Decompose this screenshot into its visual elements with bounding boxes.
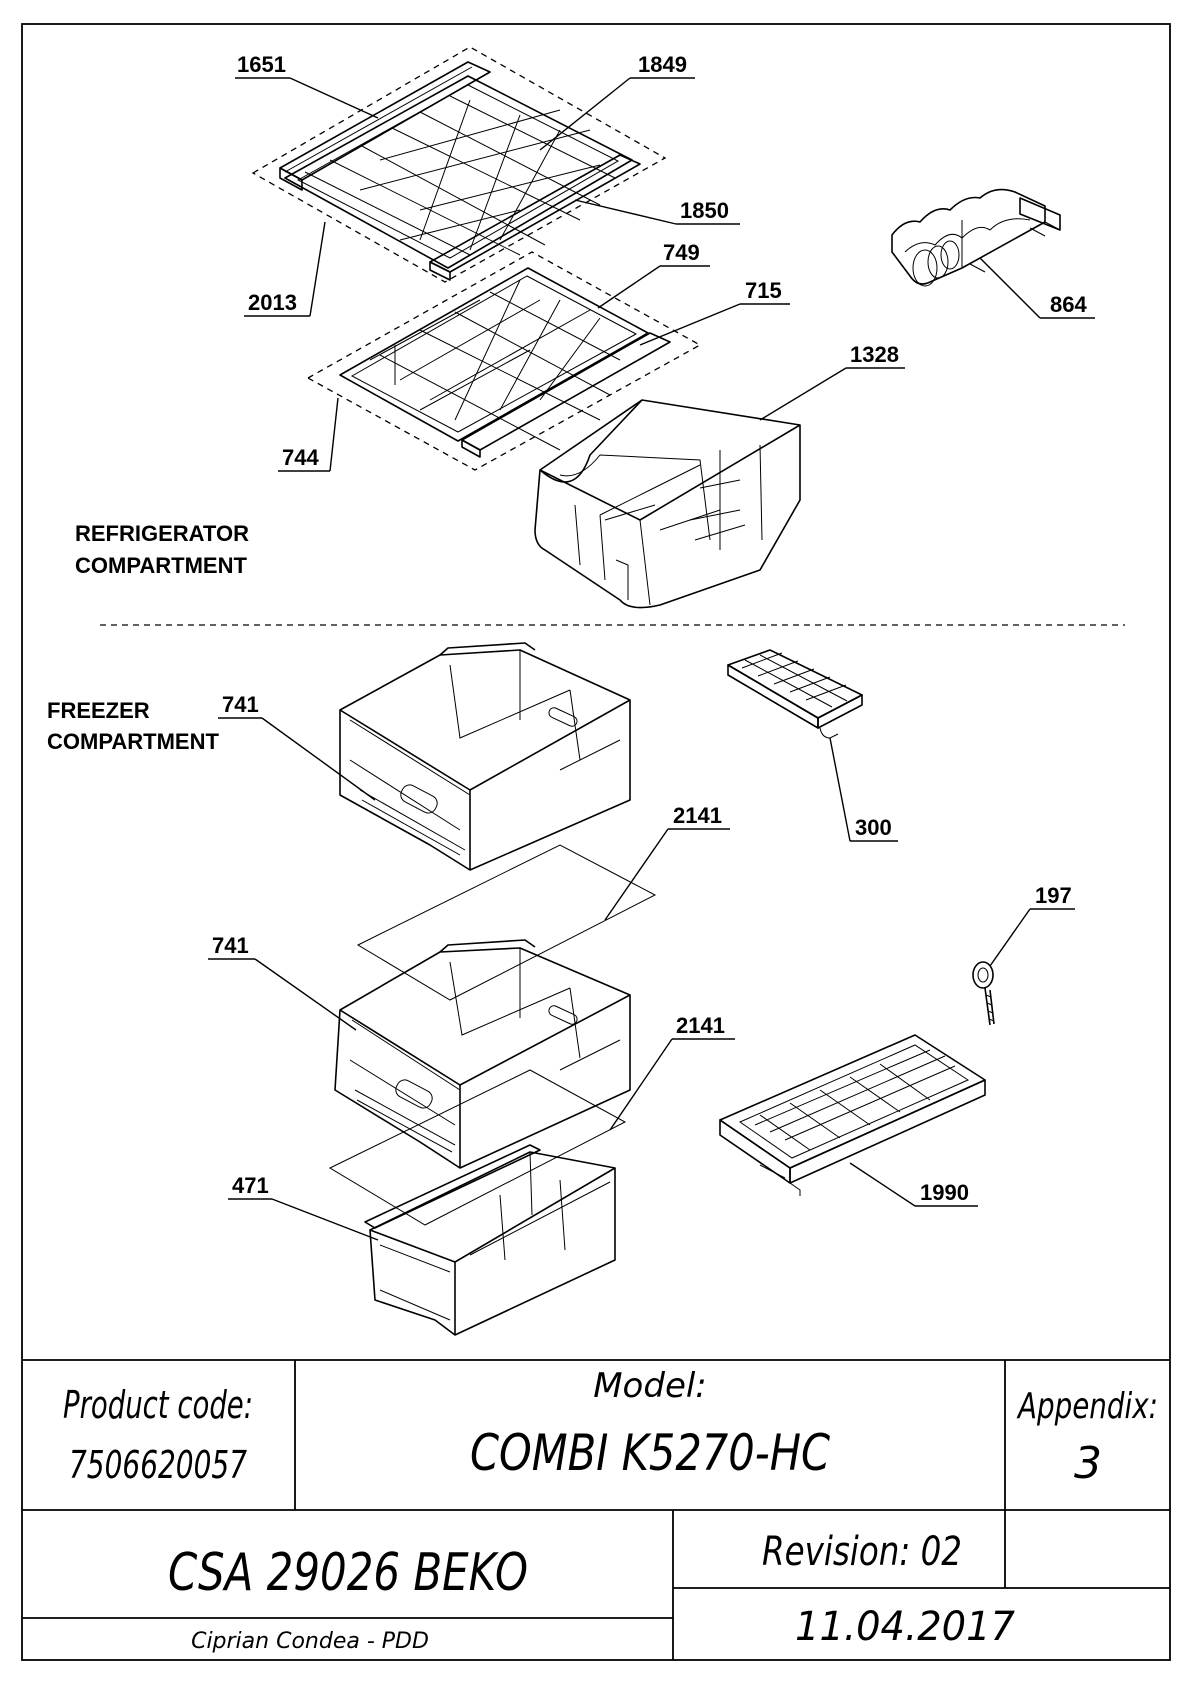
ice-scraper	[972, 961, 995, 1026]
svg-text:864: 864	[1050, 292, 1087, 317]
revision: Revision: 02	[762, 1529, 962, 1575]
callout-300: 300	[829, 737, 898, 842]
callout-197: 197	[989, 883, 1075, 967]
callout-1849: 1849	[539, 52, 695, 151]
appendix-label: Appendix:	[1016, 1386, 1158, 1427]
callout-1990: 1990	[849, 1162, 978, 1207]
title-block: Product code: 7506620057 Model: COMBI K5…	[22, 1359, 1170, 1660]
callout-2013: 2013	[244, 221, 326, 317]
callout-471: 471	[228, 1173, 379, 1241]
svg-text:1328: 1328	[850, 342, 899, 367]
callout-741-top: 741	[218, 692, 376, 801]
appendix-value: 3	[1074, 1438, 1102, 1489]
svg-text:1651: 1651	[237, 52, 286, 77]
callout-749: 749	[597, 240, 710, 309]
svg-text:1850: 1850	[680, 198, 729, 223]
svg-text:741: 741	[222, 692, 259, 717]
callout-741-bottom: 741	[208, 933, 357, 1031]
callout-2141-bottom: 2141	[609, 1013, 735, 1131]
freezer-shelf-sheet-top	[356, 844, 657, 1001]
callout-1850: 1850	[574, 198, 740, 225]
callout-1651: 1651	[235, 52, 379, 119]
svg-text:1849: 1849	[638, 52, 687, 77]
svg-text:2141: 2141	[676, 1013, 725, 1038]
callout-744: 744	[278, 397, 339, 472]
callout-2141-top: 2141	[604, 803, 730, 921]
drawing-frame	[21, 23, 1171, 1661]
callout-864: 864	[979, 257, 1095, 319]
svg-text:2141: 2141	[673, 803, 722, 828]
freezer-title-line1: FREEZER	[47, 698, 150, 723]
document-code: CSA 29026 BEKO	[168, 1543, 528, 1603]
author: Ciprian Condea - PDD	[191, 1629, 429, 1654]
refrigerator-title-line1: REFRIGERATOR	[75, 521, 249, 546]
product-code-value: 7506620057	[69, 1443, 247, 1487]
freezer-tray	[719, 1034, 986, 1196]
refrigerator-title-line2: COMPARTMENT	[75, 553, 247, 578]
svg-text:741: 741	[212, 933, 249, 958]
upper-glass-shelf-assembly	[251, 46, 667, 283]
callout-715: 715	[639, 278, 790, 346]
svg-text:715: 715	[745, 278, 782, 303]
date: 11.04.2017	[795, 1604, 1016, 1650]
freezer-drawer-top	[339, 642, 631, 871]
svg-text:197: 197	[1035, 883, 1072, 908]
crisper-drawer	[534, 399, 801, 609]
svg-text:300: 300	[855, 815, 892, 840]
ice-tray	[727, 649, 863, 739]
freezer-drawer-middle	[334, 939, 631, 1169]
callout-1328: 1328	[759, 342, 905, 421]
svg-text:471: 471	[232, 1173, 269, 1198]
model-label: Model:	[593, 1366, 707, 1406]
product-code-label: Product code:	[63, 1383, 253, 1427]
freezer-title-line2: COMPARTMENT	[47, 729, 219, 754]
egg-tray	[891, 188, 1061, 287]
freezer-shelf-sheet-bottom	[328, 1069, 627, 1226]
freezer-drawer-bottom	[364, 1144, 616, 1336]
model-value: COMBI K5270-HC	[470, 1424, 830, 1482]
lower-glass-shelf-assembly	[306, 251, 702, 471]
svg-text:1990: 1990	[920, 1180, 969, 1205]
svg-text:749: 749	[663, 240, 700, 265]
svg-text:744: 744	[282, 445, 319, 470]
svg-text:2013: 2013	[248, 290, 297, 315]
